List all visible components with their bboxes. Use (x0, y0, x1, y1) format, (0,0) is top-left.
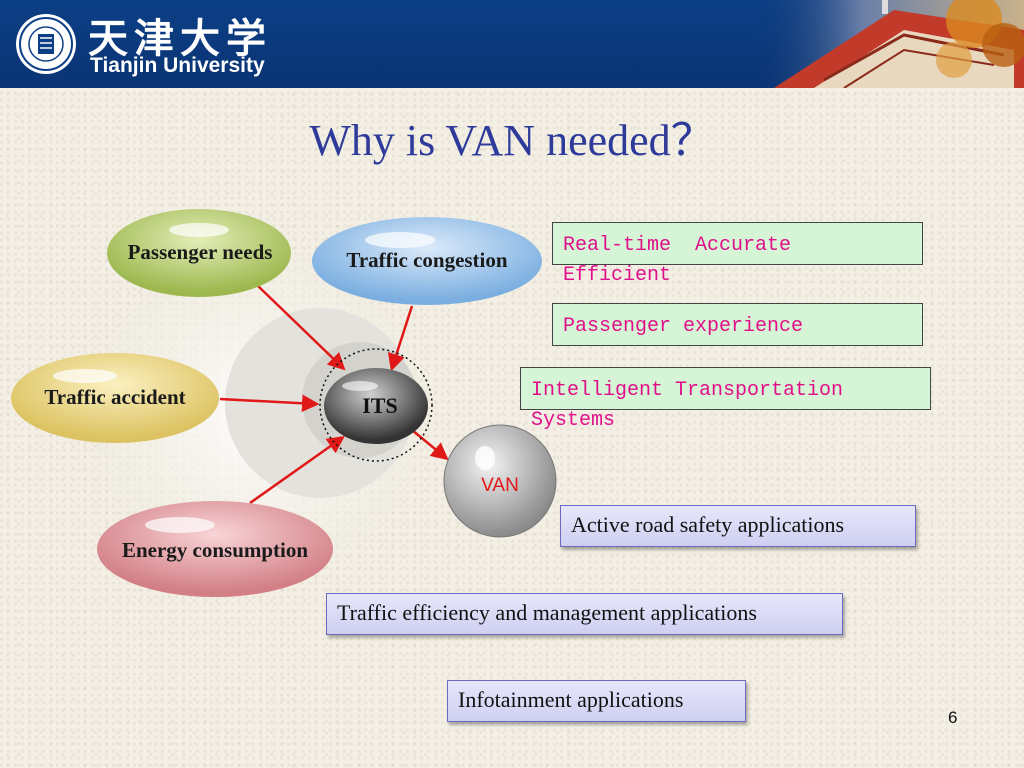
arrow-energy-to-its (249, 435, 345, 505)
its-definition-line2: Systems (531, 409, 616, 432)
traffic-efficiency-box: Traffic efficiency and management applic… (326, 593, 843, 635)
realtime-note-line2: Efficient (563, 264, 672, 287)
van-sphere (443, 424, 557, 538)
logo-english-name: Tianjin University (90, 54, 265, 77)
passenger-experience-box: Passenger experience (552, 303, 923, 346)
arrow-its-to-van (411, 429, 449, 461)
arrow-congestion-to-its (387, 305, 414, 372)
energy-consumption-label: Energy consumption (121, 538, 309, 562)
traffic-congestion-label: Traffic congestion (346, 248, 508, 272)
passenger-needs-bubble (107, 209, 291, 297)
its-definition-line1: Intelligent Transportation (531, 379, 844, 402)
page-number: 6 (948, 708, 958, 727)
its-dotted-ring (319, 348, 433, 462)
university-seal-icon (16, 14, 76, 74)
infotainment-box: Infotainment applications (447, 680, 746, 722)
its-label: ITS (362, 393, 398, 418)
traffic-accident-label: Traffic accident (44, 385, 186, 409)
header-banner: 天津大学 Tianjin University (0, 0, 1024, 88)
active-safety-box: Active road safety applications (560, 505, 916, 547)
logo-chinese-name: 天津大学 (88, 15, 272, 62)
campus-building-art (754, 0, 1024, 88)
slide-title: Why is VAN needed？ (309, 116, 715, 165)
arrow-passenger-to-its (257, 285, 346, 371)
its-definition-box: Intelligent Transportation Systems (520, 367, 931, 432)
passenger-needs-label: Passenger needs (127, 240, 273, 264)
arrow-accident-to-its (219, 394, 320, 413)
realtime-note-line1: Real-time Accurate (563, 234, 792, 257)
passenger-experience-text: Passenger experience (563, 315, 804, 338)
realtime-note-box: Real-time Accurate Efficient (552, 222, 923, 287)
van-label: VAN (481, 475, 519, 496)
